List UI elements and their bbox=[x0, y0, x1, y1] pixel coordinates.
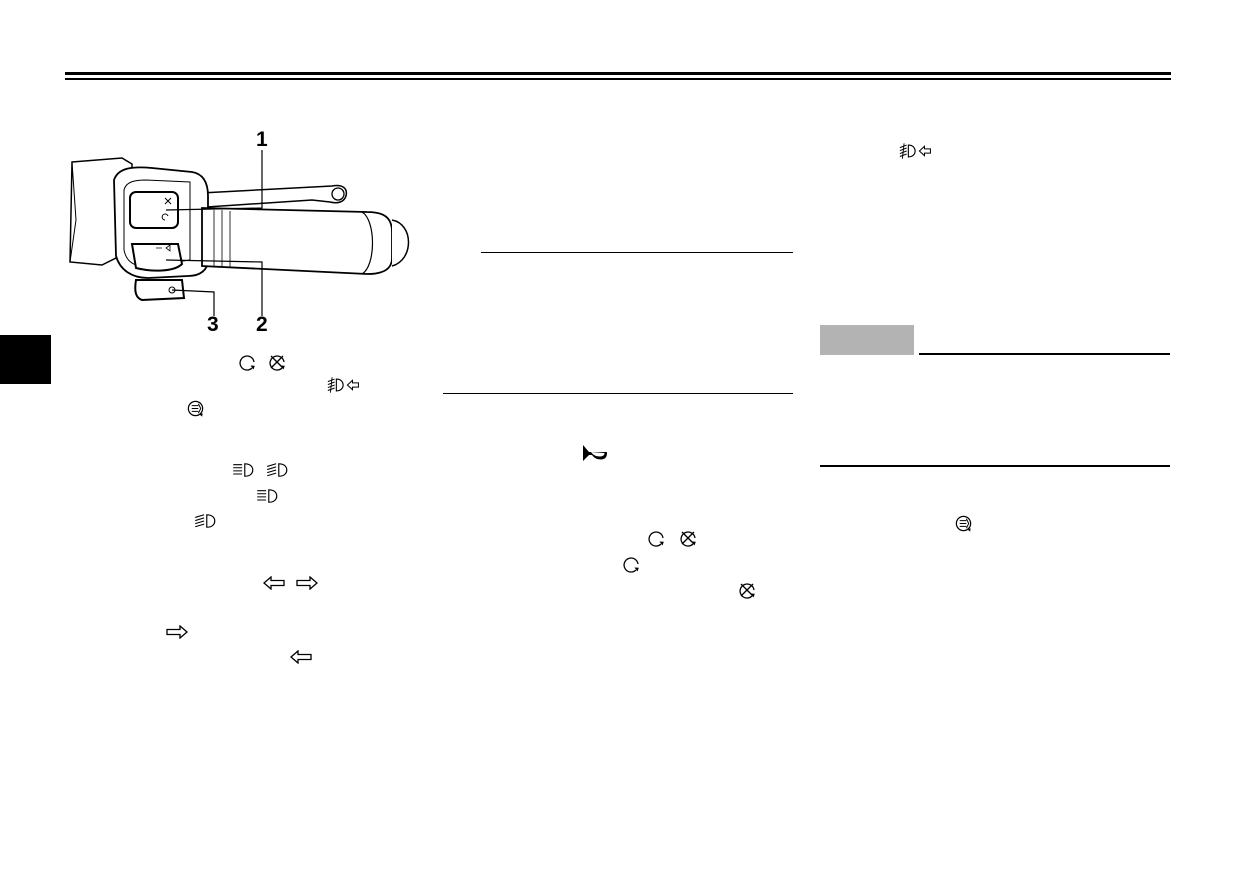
middle-rule-2 bbox=[443, 393, 793, 394]
handlebar-switch-illustration bbox=[62, 120, 422, 340]
turn-left-icon bbox=[290, 650, 312, 664]
engine-stop-icon bbox=[737, 580, 757, 600]
middle-rule-1 bbox=[481, 252, 793, 253]
notice-label bbox=[820, 325, 914, 355]
engine-stop-icon bbox=[678, 528, 698, 548]
header-rule-thick bbox=[65, 72, 1171, 75]
low-beam-icon bbox=[231, 462, 255, 478]
header-rule-thin bbox=[65, 78, 1171, 80]
start-icon bbox=[954, 514, 973, 533]
horn-icon bbox=[581, 444, 609, 462]
start-icon bbox=[186, 399, 205, 418]
engine-stop-icon bbox=[267, 352, 287, 372]
turn-left-icon bbox=[263, 576, 285, 590]
turn-right-icon bbox=[166, 625, 188, 639]
pass-switch-icon bbox=[899, 143, 933, 159]
engine-run-icon bbox=[621, 554, 641, 574]
engine-run-icon bbox=[646, 528, 666, 548]
callout-3: 3 bbox=[207, 313, 219, 336]
notice-rule-top bbox=[919, 353, 1170, 355]
engine-run-icon bbox=[237, 352, 257, 372]
callout-2: 2 bbox=[256, 313, 268, 336]
pass-switch-icon bbox=[327, 377, 361, 393]
section-tab bbox=[0, 335, 51, 384]
low-beam-icon bbox=[255, 488, 279, 504]
callout-1: 1 bbox=[256, 128, 268, 151]
turn-right-icon bbox=[296, 576, 318, 590]
high-beam-icon bbox=[265, 462, 289, 478]
notice-rule-bottom bbox=[820, 465, 1170, 467]
high-beam-icon bbox=[193, 513, 217, 529]
